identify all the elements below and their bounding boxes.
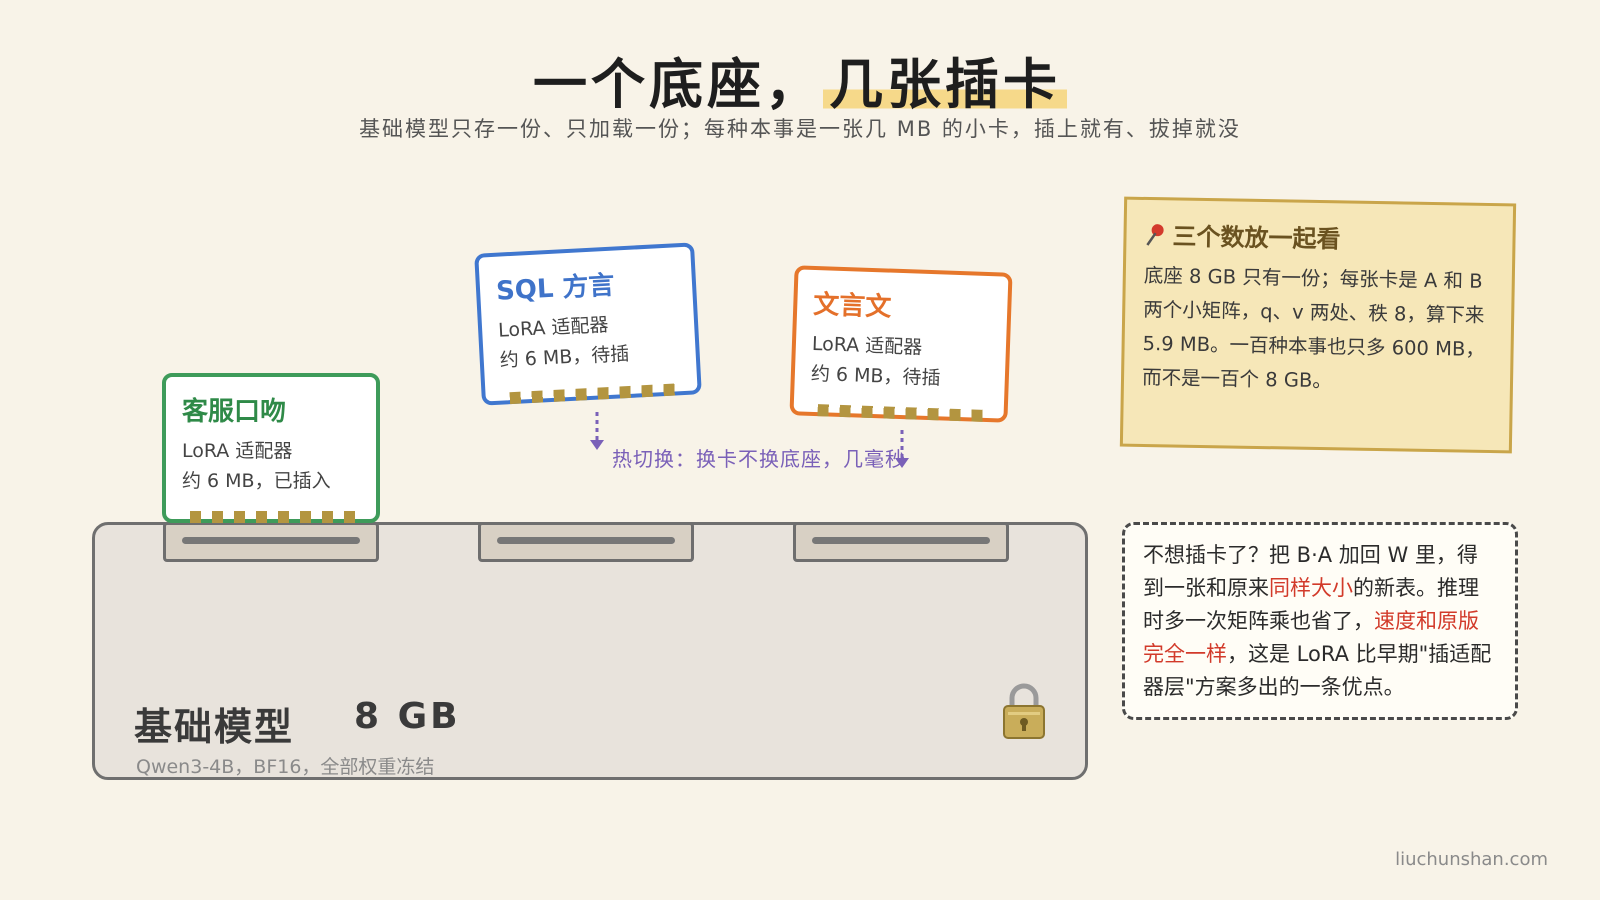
- slot-groove: [182, 537, 360, 544]
- card-status: 约 6 MB，待插: [810, 362, 941, 390]
- merge-note-text: 的新表。推理时多一次矩阵乘也省了，: [1143, 576, 1479, 633]
- card-pins: [817, 404, 984, 422]
- merge-note-highlight: 速度和原版完全一样: [1143, 609, 1479, 666]
- title-highlight: 几张插卡: [823, 53, 1067, 116]
- sticky-note: 三个数放一起看 底座 8 GB 只有一份；每张卡是 A 和 B 两个小矩阵，q、…: [1119, 196, 1517, 454]
- base-model-size: 8 GB: [354, 696, 461, 737]
- slot-groove: [812, 537, 990, 544]
- merge-note: 不想插卡了？把 B·A 加回 W 里，得到一张和原来同样大小的新表。推理时多一次…: [1122, 522, 1518, 720]
- merge-note-highlight: 同样大小: [1269, 576, 1353, 600]
- arrow-down-icon: [590, 412, 604, 450]
- slot-groove: [497, 537, 675, 544]
- card-pins: [190, 511, 356, 523]
- card-name: 文言文: [812, 289, 892, 323]
- slot-1: [163, 522, 379, 562]
- lock-icon: [1003, 683, 1045, 739]
- adapter-card-classical-chinese[interactable]: 文言文 LoRA 适配器 约 6 MB，待插: [789, 265, 1013, 423]
- hot-swap-label: 热切换：换卡不换底座，几毫秒: [612, 447, 906, 471]
- page-title: 一个底座，几张插卡: [0, 40, 1600, 119]
- merge-note-text: ，这是 LoRA 比早期"插适配器层"方案多出的一条优点。: [1143, 642, 1492, 699]
- pushpin-icon: [1146, 224, 1164, 246]
- adapter-card-sql-dialect[interactable]: SQL 方言 LoRA 适配器 约 6 MB，待插: [474, 242, 702, 406]
- merge-note-text: 不想插卡了？把 B·A 加回 W 里，得到一张和原来: [1143, 543, 1478, 600]
- card-type: LoRA 适配器: [182, 440, 293, 462]
- card-name: 客服口吻: [182, 397, 287, 427]
- card-status: 约 6 MB，已插入: [182, 470, 331, 492]
- base-model-block: [92, 522, 1088, 780]
- card-pins: [509, 383, 678, 405]
- page-subtitle: 基础模型只存一份、只加载一份；每种本事是一张几 MB 的小卡，插上就有、拔掉就没: [359, 117, 1241, 141]
- merge-note-body: 不想插卡了？把 B·A 加回 W 里，得到一张和原来同样大小的新表。推理时多一次…: [1143, 539, 1497, 704]
- card-name: SQL 方言: [495, 270, 616, 307]
- footer-url[interactable]: liuchunshan.com: [1395, 849, 1548, 870]
- adapter-card-service-tone[interactable]: 客服口吻 LoRA 适配器 约 6 MB，已插入: [162, 373, 380, 523]
- sticky-note-heading: 三个数放一起看: [1144, 216, 1495, 257]
- base-model-subtitle: Qwen3-4B，BF16，全部权重冻结: [136, 756, 435, 778]
- base-model-title: 基础模型: [134, 705, 295, 749]
- sticky-note-title: 三个数放一起看: [1172, 222, 1341, 254]
- sticky-note-body: 底座 8 GB 只有一份；每张卡是 A 和 B 两个小矩阵，q、v 两处、秩 8…: [1141, 263, 1486, 393]
- slot-2: [478, 522, 694, 562]
- slot-3: [793, 522, 1009, 562]
- arrow-down-icon: [895, 430, 909, 468]
- title-part1: 一个底座，: [533, 53, 823, 116]
